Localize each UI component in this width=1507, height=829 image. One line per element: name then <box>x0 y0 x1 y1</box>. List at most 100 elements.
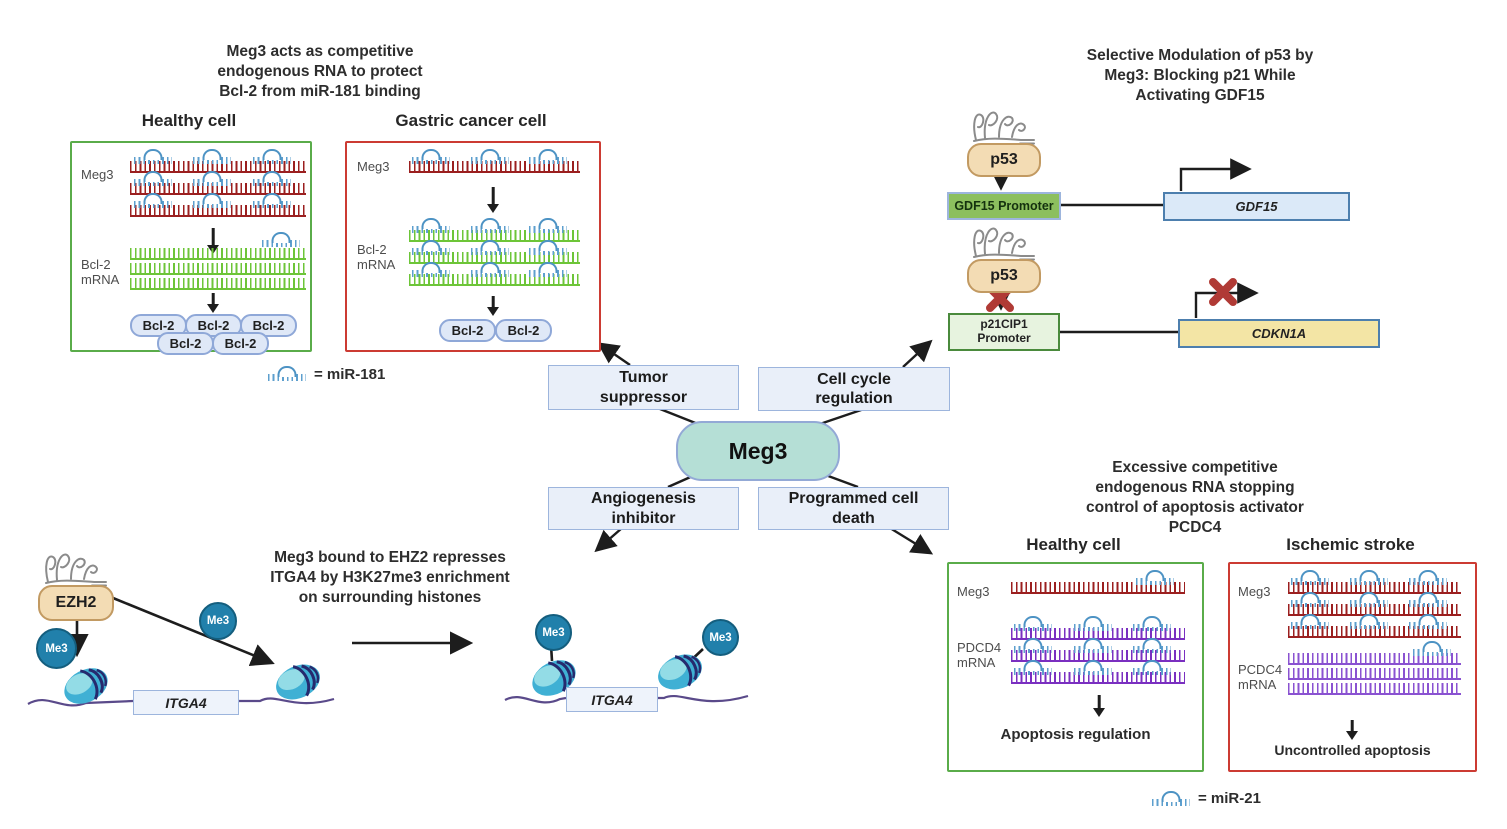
dna-strand-line <box>504 696 567 704</box>
itga4-gene-box: ITGA4 <box>566 687 658 712</box>
hub-programmed-cell-death-box: Programmed cell death <box>758 487 949 530</box>
mir-21-legend-icon <box>1152 793 1190 806</box>
title-line: PCDC4 <box>1168 519 1222 537</box>
arrow-to-bcl2-panel <box>597 342 631 366</box>
gdf15-promoter-box: GDF15 Promoter <box>947 192 1061 220</box>
bcl2-protein-pill: Bcl-2 <box>212 332 269 355</box>
title-line: on surrounding histones <box>298 589 482 607</box>
bound-mir-icon <box>1291 572 1330 585</box>
meg3-rna-squiggle-icon <box>45 553 107 587</box>
bound-mir-icon <box>1014 640 1053 653</box>
pcdc4-ischemic-box: Meg3 PCDC4 mRNA Uncontrolled apoptosis <box>1228 562 1477 772</box>
mrna-label-line: Bcl-2 <box>357 242 387 257</box>
title-line: Excessive competitive <box>1112 459 1278 476</box>
ezh2-panel-title: Meg3 bound to EHZ2 represses ITGA4 by H3… <box>235 548 545 608</box>
histone-icon <box>56 659 116 713</box>
bcl2-mrna-label: Bcl-2 mRNA <box>81 257 119 288</box>
p53-panel-title: Selective Modulation of p53 by Meg3: Blo… <box>1050 46 1350 106</box>
meg3-label: Meg3 <box>1238 584 1271 599</box>
bound-mir-icon <box>1350 594 1389 607</box>
arrow-to-ezh2-panel <box>594 527 623 553</box>
rna-strand <box>1011 582 1185 594</box>
promoter-label-line: p21CIP1 <box>980 317 1028 332</box>
histone-icon <box>650 646 710 698</box>
bound-mir-icon <box>412 242 451 255</box>
uncontrolled-apoptosis-text: Uncontrolled apoptosis <box>1274 742 1431 758</box>
hub-tumor-suppressor-box: Tumor suppressor <box>548 365 739 410</box>
pdcd4-mrna-label: PDCD4 mRNA <box>957 640 1001 671</box>
meg3-strand-stack <box>409 151 580 173</box>
bound-mir-icon <box>133 151 172 164</box>
pcdc4-healthy-box: Meg3 PDCD4 mRNA Apoptosis regulation <box>947 562 1204 772</box>
bound-mir-icon <box>470 242 509 255</box>
bound-mir-icon <box>1132 662 1171 675</box>
meg3-strand-stack <box>1288 572 1461 638</box>
bound-mir-icon <box>528 151 567 164</box>
title-line: control of apoptosis activator <box>1086 499 1304 517</box>
gdf15-transcription-arrow <box>1179 158 1252 191</box>
bound-mir-icon <box>193 151 232 164</box>
hub-cell-cycle-box: Cell cycle regulation <box>758 367 950 411</box>
dna-strand-line <box>27 698 134 707</box>
bound-mir-icon <box>528 264 567 277</box>
mrna-label-line: mRNA <box>957 655 996 671</box>
bound-mir-icon <box>528 242 567 255</box>
bcl2-panel-title: Meg3 acts as competitive endogenous RNA … <box>150 42 490 102</box>
healthy-cell-header: Healthy cell <box>141 111 237 130</box>
me3-mark: Me3 <box>36 628 77 669</box>
arrow-to-pcdc4-panel <box>889 526 934 555</box>
mrna-label-line: mRNA <box>1238 677 1277 693</box>
bound-mir-icon <box>470 151 509 164</box>
meg3-label: Meg3 <box>957 584 990 599</box>
cdkn1a-transcription-arrow <box>1194 282 1259 318</box>
bound-mir-icon <box>133 195 172 208</box>
bound-mir-icon <box>1409 616 1448 629</box>
blocked-x-icon <box>1209 278 1237 306</box>
down-arrow <box>1092 695 1106 717</box>
bound-mir-icon <box>133 173 172 186</box>
title-line: ITGA4 by H3K27me3 enrichment <box>270 569 510 587</box>
bound-mir-icon <box>1291 594 1330 607</box>
me3-mark: Me3 <box>535 614 572 651</box>
rna-strand <box>1288 653 1461 665</box>
healthy-cell-box: Meg3 Bcl-2 mRNA Bcl-2 Bcl-2 Bcl-2 Bcl-2 … <box>70 141 312 355</box>
arrow-to-p53-panel <box>902 339 933 368</box>
cdkn1a-gene-box: CDKN1A <box>1178 319 1380 348</box>
bound-mir-icon <box>412 151 451 164</box>
down-arrow <box>486 296 500 316</box>
dna-strand-line <box>238 697 335 705</box>
bound-mir-icon <box>412 264 451 277</box>
meg3-strand-stack <box>1011 572 1185 594</box>
down-arrow <box>486 187 500 213</box>
title-line: Selective Modulation of p53 by <box>1086 47 1314 64</box>
bound-mir-icon <box>253 173 292 186</box>
bcl2-protein-pill: Bcl-2 <box>157 332 214 355</box>
bound-mir-icon <box>1014 618 1053 631</box>
hub-label-line: Tumor <box>619 369 668 387</box>
pcdc4-mrna-label: PCDC4 mRNA <box>1238 662 1282 693</box>
down-arrow <box>1345 720 1359 740</box>
bound-mir-icon <box>1073 662 1112 675</box>
rna-strand <box>130 248 306 260</box>
bcl2-protein-pill: Bcl-2 <box>439 319 496 342</box>
p21cip1-promoter-box: p21CIP1 Promoter <box>948 313 1060 351</box>
bound-mir-icon <box>1409 594 1448 607</box>
itga4-gene-box: ITGA4 <box>133 690 239 715</box>
bound-mir-icon <box>470 220 509 233</box>
bound-mir-icon <box>528 220 567 233</box>
bound-mir-icon <box>1350 616 1389 629</box>
hub-label-line: inhibitor <box>611 509 676 527</box>
rna-strand <box>130 263 306 275</box>
mrna-label-line: Bcl-2 <box>81 257 111 272</box>
histone-icon <box>268 656 328 708</box>
rna-strand <box>409 274 580 286</box>
rna-strand <box>1288 668 1461 680</box>
hub-label-line: Angiogenesis <box>591 490 696 508</box>
bound-mir-icon <box>1409 572 1448 585</box>
bound-mir-icon <box>412 220 451 233</box>
p53-protein-pill: p53 <box>967 259 1041 293</box>
bcl2-mrna-label: Bcl-2 mRNA <box>357 242 395 273</box>
rna-strand <box>1288 626 1461 638</box>
ezh2-protein-pill: EZH2 <box>38 585 114 621</box>
